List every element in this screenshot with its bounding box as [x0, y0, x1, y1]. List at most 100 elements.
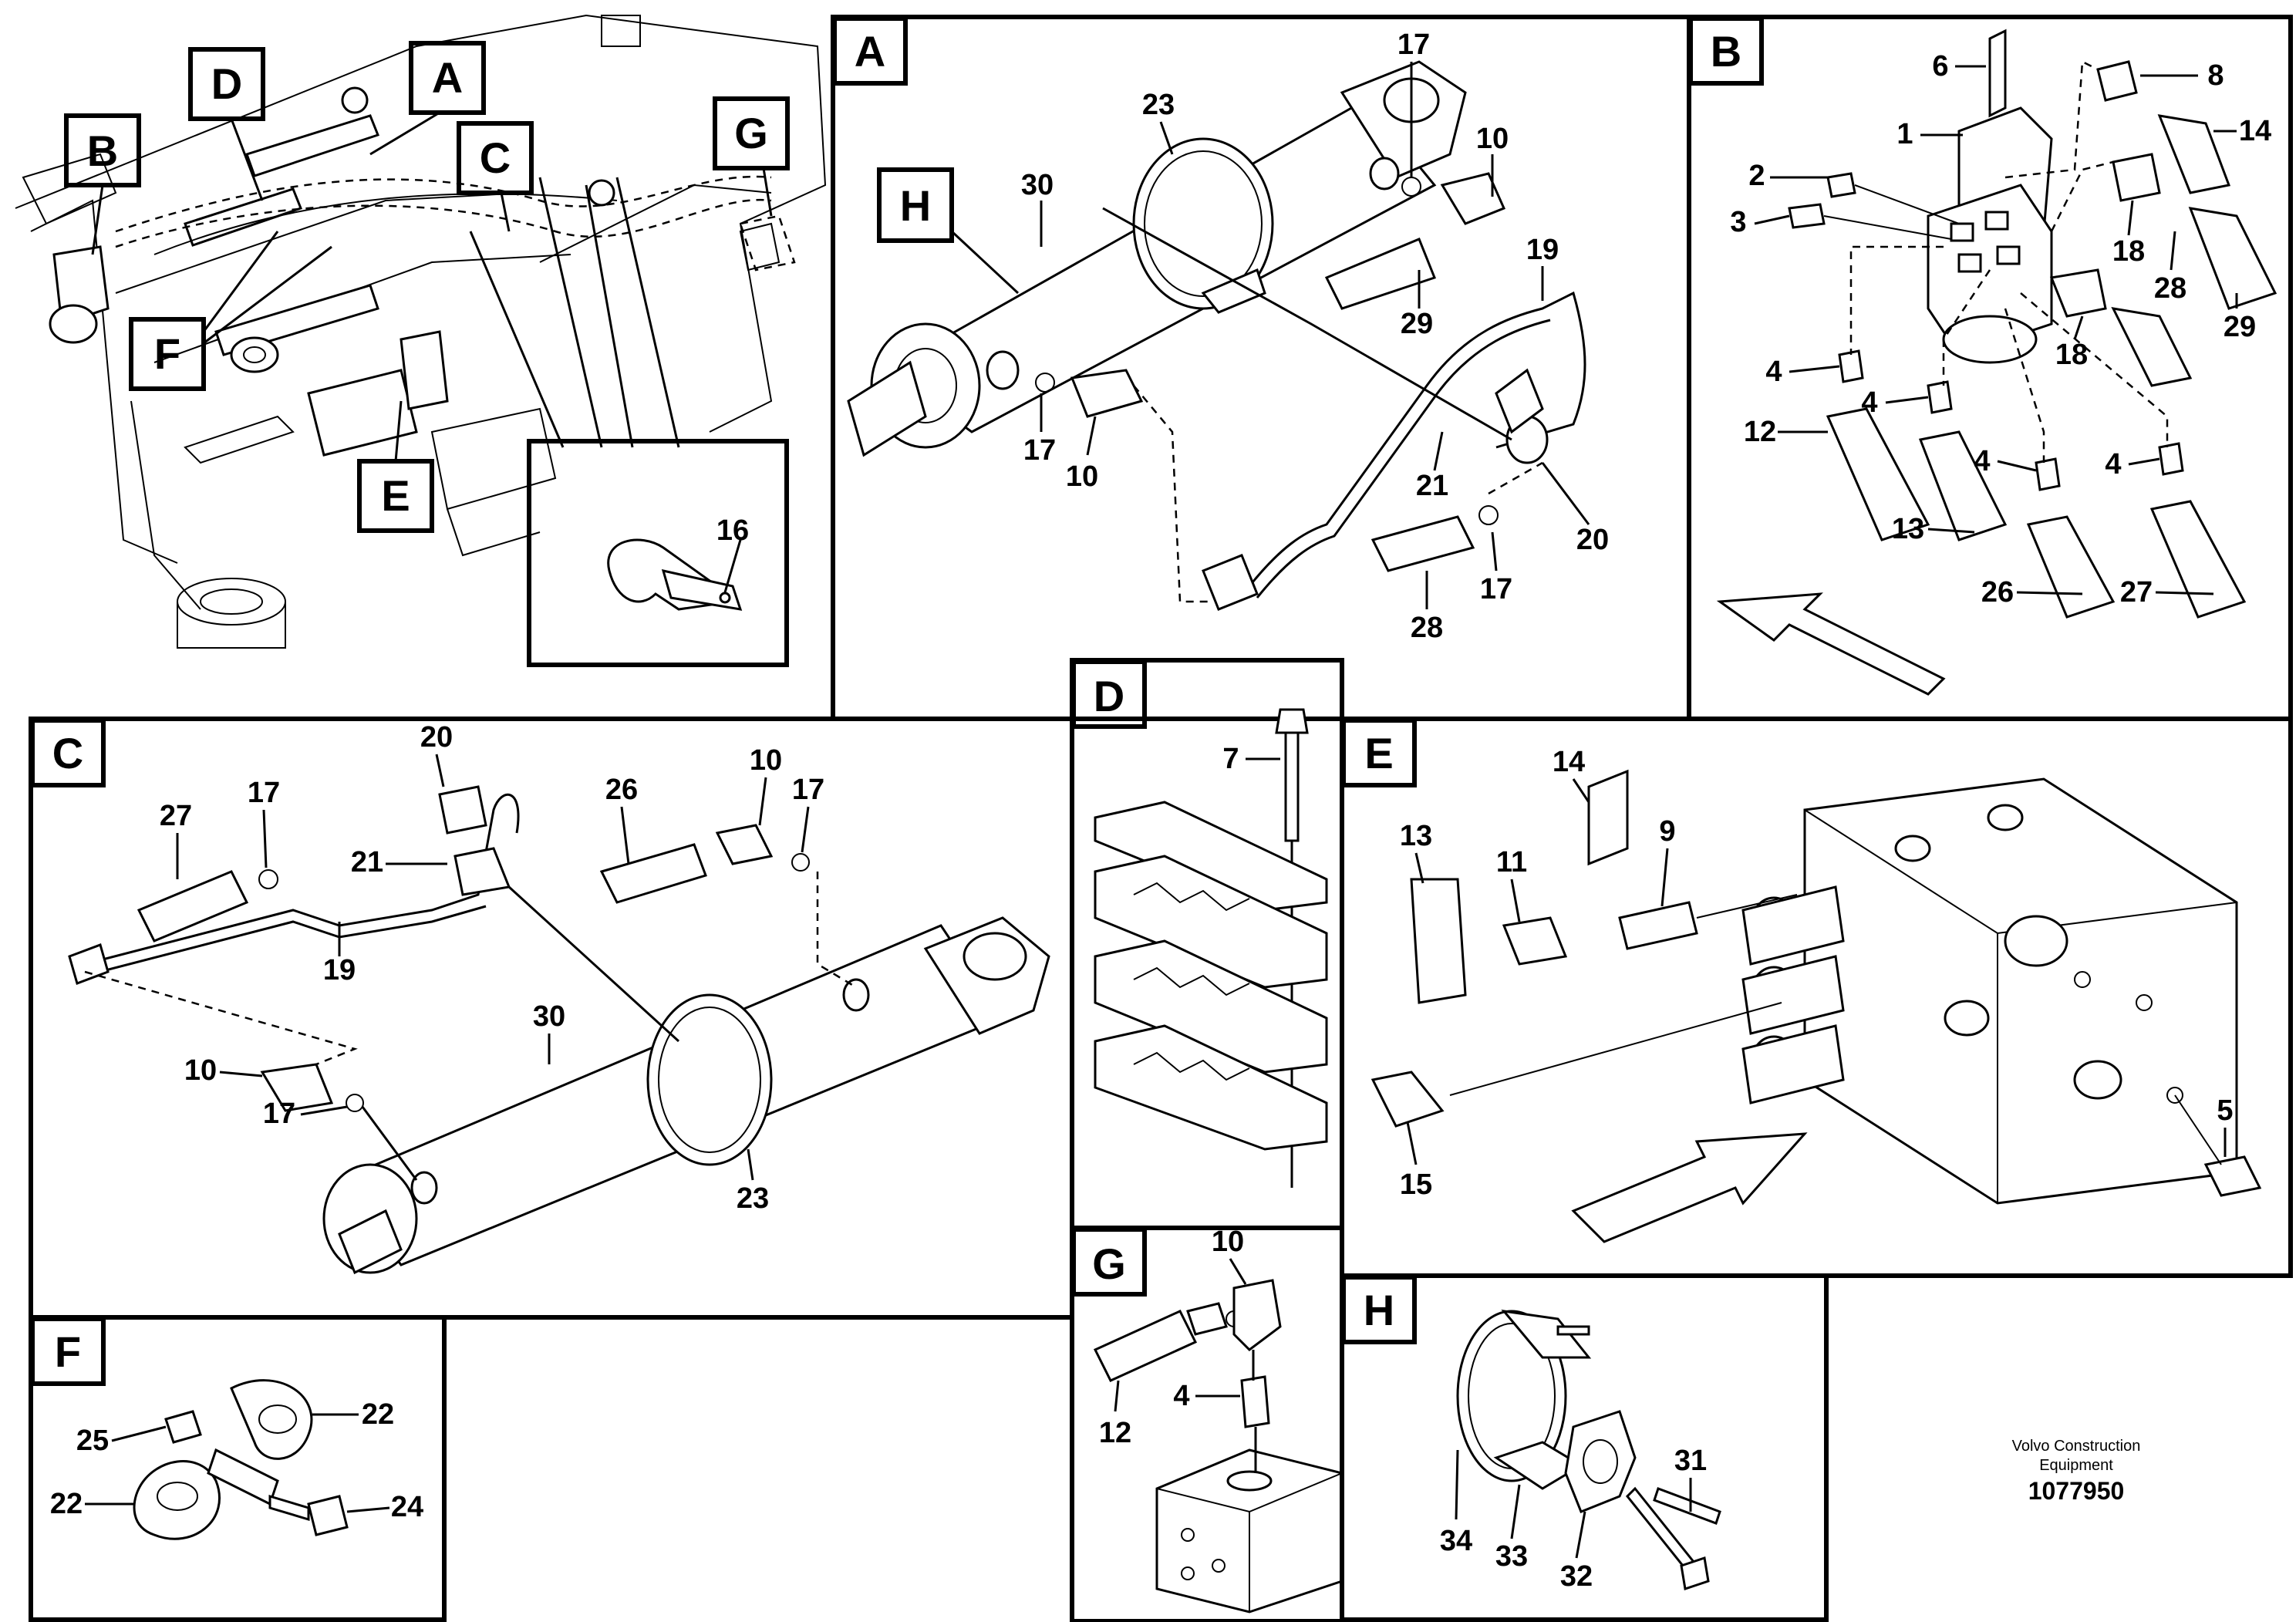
panel-b: B — [1687, 15, 2293, 721]
panel-tag-letter: C — [52, 729, 83, 777]
panel-tag-letter: H — [900, 181, 931, 230]
callout-label: 12 — [1099, 1417, 1131, 1449]
callout-label: 4 — [1173, 1380, 1189, 1412]
overview-tag-b[interactable]: B — [64, 113, 141, 187]
callout-label: 27 — [160, 800, 192, 832]
panel-h: H 31 34 33 32 — [1340, 1273, 1829, 1622]
overview-pointers — [91, 111, 773, 462]
callout-label: 5 — [2217, 1094, 2233, 1127]
callout-label: 4 — [1974, 445, 1990, 477]
overview-tag-a[interactable]: A — [409, 41, 486, 115]
callout-label: 22 — [50, 1488, 83, 1520]
callout-label: 33 — [1495, 1540, 1528, 1573]
panel-c: C 20 27 17 — [29, 717, 1074, 1320]
callout-label: 23 — [1142, 89, 1175, 121]
footer-block: Volvo Construction Equipment 1077950 — [2012, 1438, 2141, 1505]
callout-label: 16 — [716, 514, 749, 547]
callout-label: 29 — [1401, 308, 1433, 340]
callout-label: 17 — [1023, 434, 1056, 467]
company-name-line2: Equipment — [2039, 1457, 2113, 1474]
callout-label: 17 — [792, 774, 824, 806]
callout-label: 2 — [1748, 160, 1765, 192]
callout-label: 30 — [533, 1000, 565, 1033]
callout-label: 18 — [2055, 339, 2088, 371]
callout-label: 30 — [1021, 169, 1054, 201]
panel-tag-letter: G — [1092, 1239, 1126, 1288]
callout-label: 22 — [362, 1398, 394, 1431]
panel-tag-letter: E — [381, 471, 410, 520]
drawing-number: 1077950 — [2028, 1477, 2125, 1505]
overview-tag-c[interactable]: C — [457, 121, 534, 195]
panel-e: E 14 13 — [1340, 717, 2293, 1278]
overview-machine-frame — [15, 14, 827, 649]
panel-tag-letter: B — [87, 126, 118, 175]
callout-label: 29 — [2224, 311, 2256, 343]
callout-label: 28 — [1411, 612, 1443, 644]
callout-label: 13 — [1892, 513, 1924, 545]
callout-label: 7 — [1222, 743, 1239, 775]
callout-label: 34 — [1440, 1525, 1472, 1557]
callout-label: 15 — [1400, 1168, 1432, 1201]
callout-label: 14 — [2239, 115, 2271, 147]
callout-label: 4 — [2105, 448, 2121, 481]
callout-label: 28 — [2154, 272, 2186, 305]
callout-label: 17 — [1480, 573, 1512, 605]
callout-label: 19 — [1526, 234, 1559, 266]
callout-label: 14 — [1553, 746, 1585, 778]
panel-tag-letter: D — [1094, 672, 1124, 720]
panel-f: F 22 25 22 24 — [29, 1315, 447, 1622]
callout-label: 10 — [1476, 123, 1509, 155]
callout-label: 10 — [1212, 1226, 1244, 1258]
panel-tag-letter: C — [480, 133, 511, 182]
company-name-line1: Volvo Construction — [2012, 1438, 2141, 1455]
callout-label: 3 — [1730, 206, 1746, 238]
callout-label: 9 — [1659, 815, 1675, 848]
panel-tag-letter: A — [855, 27, 885, 76]
callout-label: 25 — [76, 1425, 109, 1457]
callout-label: 19 — [323, 954, 356, 986]
callout-label: 17 — [1397, 29, 1430, 61]
callout-label: 4 — [1765, 356, 1782, 388]
callout-label: 4 — [1861, 386, 1877, 419]
callout-label: 11 — [1496, 846, 1527, 878]
panel-tag-letter: E — [1364, 729, 1393, 777]
panel-tag-letter: F — [55, 1327, 81, 1376]
callout-label: 17 — [263, 1098, 295, 1130]
panel-tag-letter: D — [211, 59, 242, 108]
overview-tag-g[interactable]: G — [713, 96, 790, 170]
overview-tag-f[interactable]: F — [129, 317, 206, 391]
callout-label: 1 — [1896, 118, 1913, 150]
panel-g: G 10 4 12 — [1070, 1226, 1344, 1622]
callout-label: 20 — [420, 721, 453, 754]
overview-tag-e[interactable]: E — [357, 459, 434, 533]
callout-label: 21 — [1416, 470, 1448, 502]
panel-tag-letter: H — [1364, 1286, 1394, 1334]
callout-label: 21 — [351, 846, 383, 878]
panel-d: D 7 — [1070, 658, 1344, 1230]
callout-label: 10 — [1066, 460, 1098, 493]
callout-label: 23 — [737, 1182, 769, 1215]
callout-label: 32 — [1560, 1560, 1593, 1593]
panel-tag-letter: A — [432, 53, 463, 102]
callout-label: 10 — [750, 744, 782, 777]
callout-label: 13 — [1400, 820, 1432, 852]
panel-tag-letter: F — [154, 329, 180, 378]
callout-label: 18 — [2112, 235, 2145, 268]
callout-label: 10 — [184, 1054, 217, 1087]
callout-label: 26 — [1981, 576, 2014, 609]
panel-a: A H 23 — [831, 15, 1691, 721]
callout-label: 8 — [2207, 59, 2224, 92]
panel-tag-letter: B — [1711, 27, 1741, 76]
callout-label: 17 — [248, 777, 280, 809]
callout-label: 26 — [605, 774, 638, 806]
callout-label: 20 — [1576, 524, 1609, 556]
callout-label: 6 — [1932, 50, 1948, 83]
panel-tag-letter: G — [734, 109, 768, 157]
callout-label: 27 — [2120, 576, 2153, 609]
callout-label: 31 — [1674, 1445, 1707, 1477]
overview-tag-d[interactable]: D — [188, 47, 265, 121]
callout-label: 12 — [1744, 416, 1776, 448]
callout-label: 24 — [391, 1491, 423, 1523]
inset-clip-detail: 16 — [527, 439, 789, 667]
